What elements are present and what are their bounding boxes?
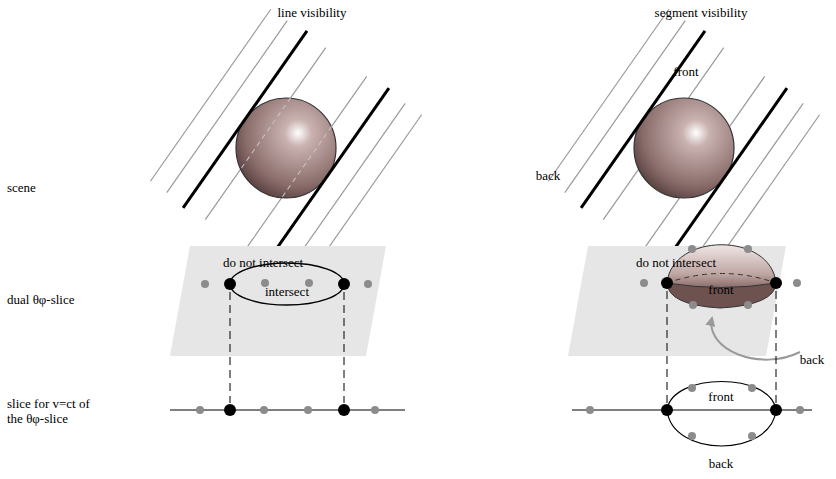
- row-label: slice for v=ct of the θφ-slice: [7, 397, 107, 427]
- slice-plane: [170, 246, 386, 356]
- tangent-lines: [581, 31, 787, 265]
- line-bundle: [548, 9, 819, 287]
- sample-dots: [586, 384, 804, 440]
- projection-lines: [230, 292, 344, 403]
- region-label: do not intersect: [636, 256, 716, 271]
- row-label: scene: [7, 181, 36, 196]
- sample-dots: [196, 406, 379, 414]
- scene-label: back: [536, 169, 561, 184]
- row-label: dual θφ-slice: [7, 293, 75, 308]
- line-bundle-front: [183, 31, 389, 265]
- back-arc: [667, 410, 776, 446]
- arc-label: front: [708, 390, 733, 405]
- region-label: front: [708, 283, 733, 298]
- tangent-dots: [224, 404, 350, 416]
- line-bundle: [150, 9, 421, 287]
- front-arc: [667, 382, 776, 411]
- dome-back: [667, 283, 776, 308]
- column-heading: line visibility: [278, 6, 347, 21]
- scene-label: front: [673, 65, 698, 80]
- tangent-dots: [661, 404, 782, 416]
- projection-lines: [667, 291, 776, 403]
- arc-label: back: [709, 457, 734, 472]
- region-label: intersect: [265, 285, 309, 300]
- v-slice-line: [170, 410, 405, 411]
- column-heading: segment visibility: [655, 6, 748, 21]
- callout-label: back: [800, 353, 825, 368]
- region-label: do not intersect: [223, 256, 303, 271]
- back-pointer: [711, 318, 800, 360]
